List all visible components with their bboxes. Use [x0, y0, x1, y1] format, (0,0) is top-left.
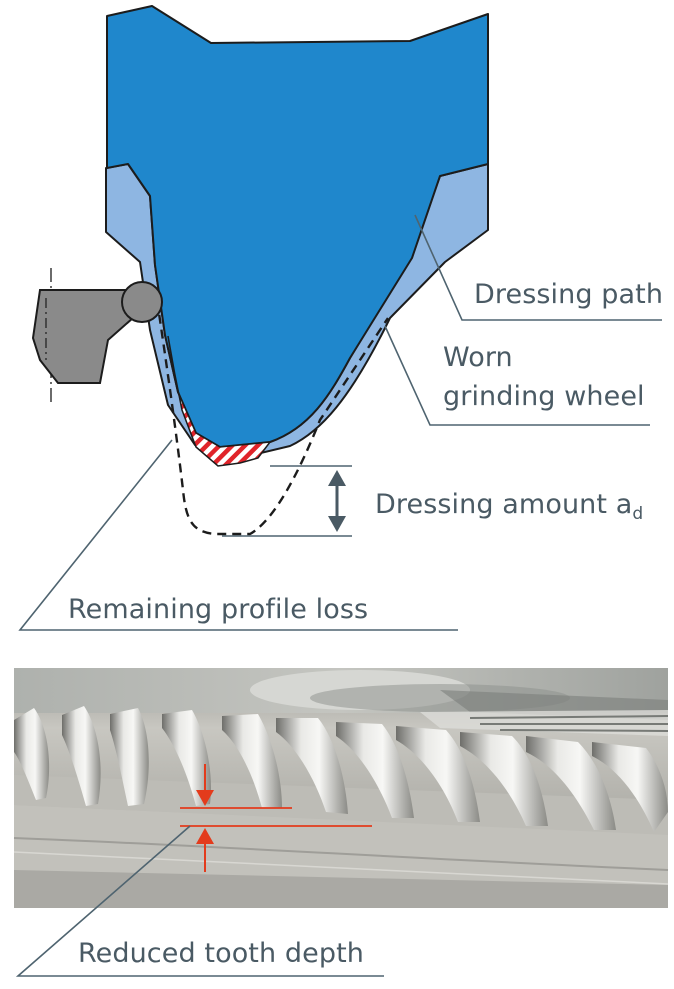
reduced-depth-leader	[15, 825, 384, 977]
reduced-depth-label: Reduced tooth depth	[78, 938, 364, 969]
remaining-loss-label: Remaining profile loss	[68, 594, 369, 625]
dressing-tool	[31, 268, 163, 404]
grinding-wheel-schematic	[105, 5, 489, 536]
original-profile-dashed	[155, 299, 389, 536]
dressing-amount-label: Dressing amount ad	[375, 489, 643, 530]
worn-wheel-label-line2: grinding wheel	[443, 381, 645, 412]
gear-teeth	[14, 706, 669, 832]
dressing-amount-subscript: d	[632, 504, 644, 524]
dressing-amount-text: Dressing amount a	[375, 489, 633, 520]
dressing-amount-marker	[222, 465, 352, 537]
worn-wheel-label-line1: Worn	[443, 342, 513, 373]
remaining-loss-hatch	[167, 335, 272, 467]
wheel-body	[106, 5, 489, 448]
gear-photo	[13, 668, 669, 908]
upper-leader-lines	[18, 214, 662, 631]
dressing-path-label: Dressing path	[474, 279, 664, 310]
tooth-depth-marker	[180, 764, 372, 872]
